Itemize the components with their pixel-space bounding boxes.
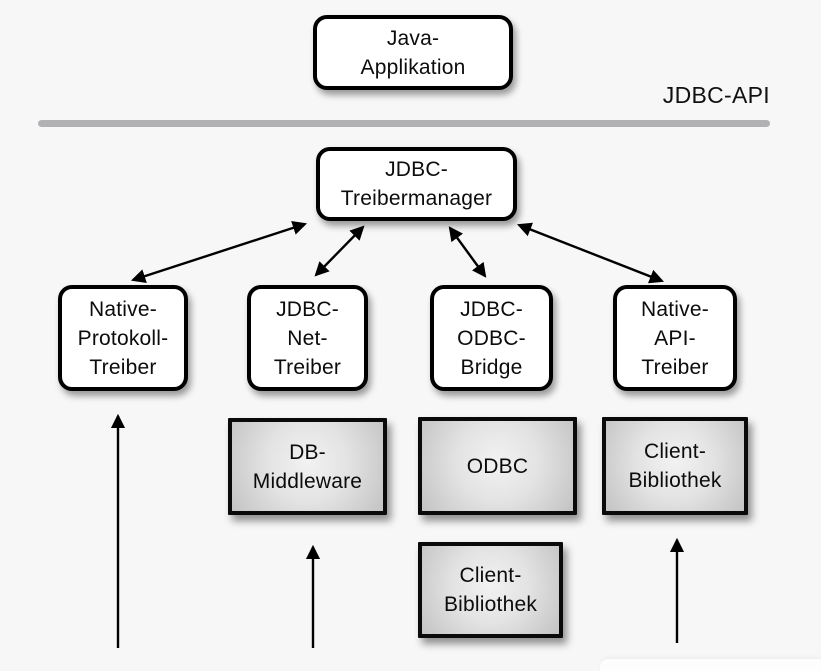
node-client-bibliothek-right: Client- Bibliothek: [602, 417, 748, 515]
arrow-treibermanager-native-api: [516, 222, 665, 284]
node-label-line: Native-: [89, 297, 157, 321]
node-label-line: Native-: [641, 297, 709, 321]
node-native-api-treiber: Native- API- Treiber: [613, 285, 737, 391]
node-label-line: Middleware: [252, 469, 363, 493]
node-odbc: ODBC: [418, 417, 577, 515]
node-label-line: Protokoll-: [77, 326, 169, 350]
node-label-line: Bibliothek: [443, 593, 538, 616]
node-label-line: Applikation: [360, 55, 466, 79]
node-label-line: Client-: [643, 440, 707, 463]
node-label-line: JDBC-: [460, 297, 523, 321]
node-label-line: JDBC-: [276, 297, 339, 321]
node-label-line: Client-: [459, 564, 522, 587]
node-jdbc-treibermanager: JDBC- Treibermanager: [316, 147, 517, 221]
node-label-line: Treiber: [89, 355, 157, 379]
node-db-middleware: DB- Middleware: [228, 418, 387, 515]
node-label-line: ODBC: [466, 454, 529, 478]
arrow-treibermanager-jdbc-odbc: [448, 226, 487, 278]
bottom-right-cropped-box: [600, 659, 821, 671]
node-label-line: Net-: [287, 326, 328, 350]
jdbc-api-label: JDBC-API: [662, 82, 770, 108]
node-jdbc-net-treiber: JDBC- Net- Treiber: [247, 285, 368, 391]
node-label-line: Treiber: [641, 355, 709, 379]
node-java-applikation: Java- Applikation: [313, 15, 513, 90]
node-label-line: Bridge: [460, 355, 523, 379]
node-native-protokoll-treiber: Native- Protokoll- Treiber: [58, 285, 188, 391]
node-label-line: ODBC-: [457, 326, 526, 350]
node-label-line: Bibliothek: [628, 469, 722, 492]
node-label-line: Treiber: [273, 355, 342, 379]
arrow-treibermanager-jdbc-net: [314, 225, 365, 277]
node-label-line: Java-: [386, 26, 440, 50]
jdbc-api-separator-line: [38, 120, 770, 127]
node-label-line: DB-: [289, 440, 326, 464]
node-jdbc-odbc-bridge: JDBC- ODBC- Bridge: [430, 285, 553, 391]
node-label-line: JDBC-: [385, 158, 448, 181]
node-client-bibliothek-middle: Client- Bibliothek: [418, 542, 563, 638]
node-label-line: API-: [654, 326, 696, 350]
arrow-treibermanager-native-protokoll: [130, 220, 308, 284]
node-label-line: Treibermanager: [340, 187, 493, 210]
